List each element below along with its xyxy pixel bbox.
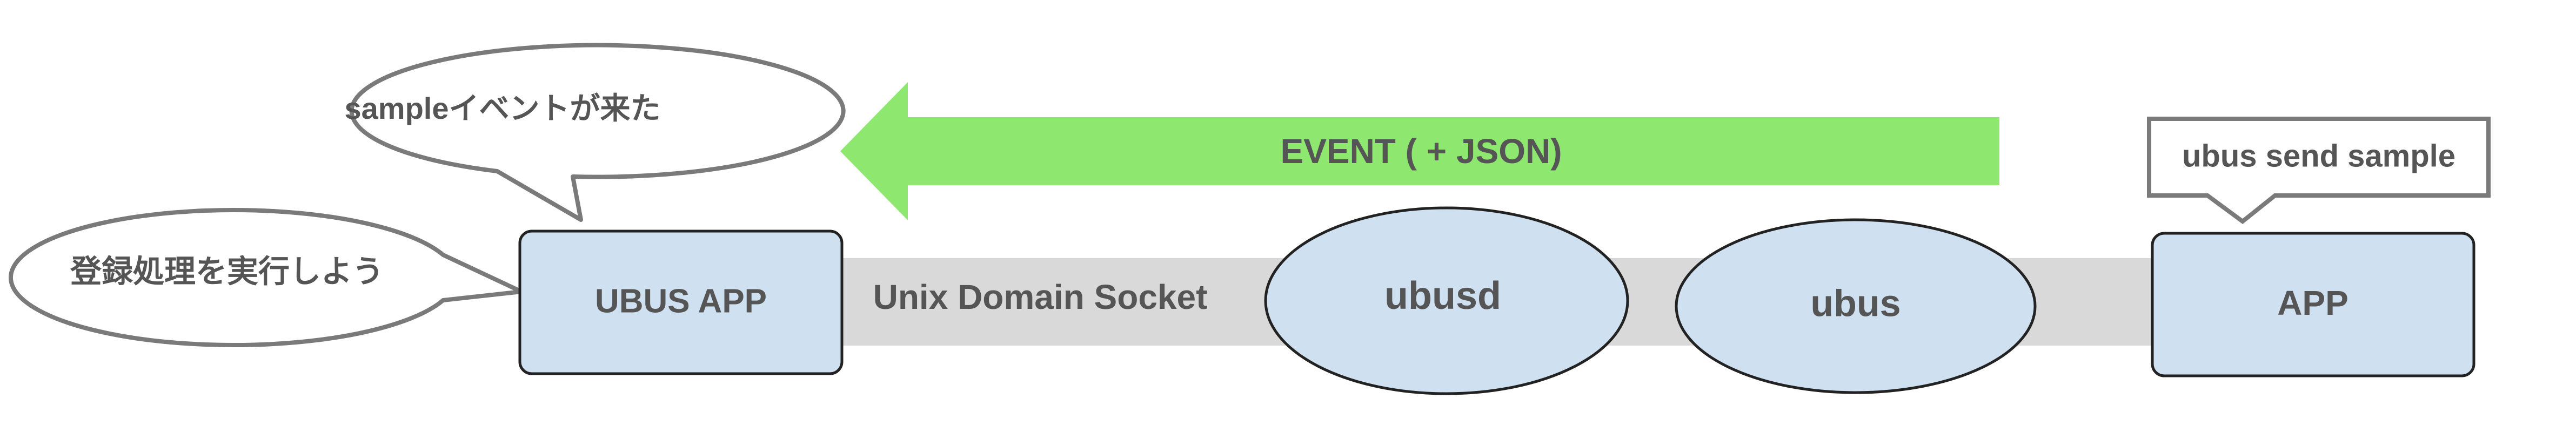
ubus-label: ubus	[1810, 282, 1901, 324]
bubble-register-process-text: 登録処理を実行しよう	[70, 254, 384, 289]
app-node	[2151, 232, 2475, 377]
app-label: APP	[2277, 284, 2348, 322]
event-arrow-shape	[840, 82, 1999, 220]
socket-label: Unix Domain Socket	[873, 278, 1208, 316]
ubusd-node	[1264, 206, 1629, 395]
command-callout	[2147, 117, 2491, 225]
ubus-app-label: UBUS APP	[595, 282, 767, 320]
ubus-node	[1675, 218, 2037, 394]
bubble-register-process	[9, 208, 524, 347]
bubble-event-arrived	[349, 43, 846, 222]
ubusd-label: ubusd	[1384, 274, 1501, 318]
ubus-app-node	[518, 230, 844, 375]
bubble-event-arrived-text: sampleイベントが来た	[345, 91, 661, 125]
command-callout-text: ubus send sample	[2182, 138, 2455, 173]
event-arrow-label: EVENT ( + JSON)	[1281, 132, 1562, 171]
